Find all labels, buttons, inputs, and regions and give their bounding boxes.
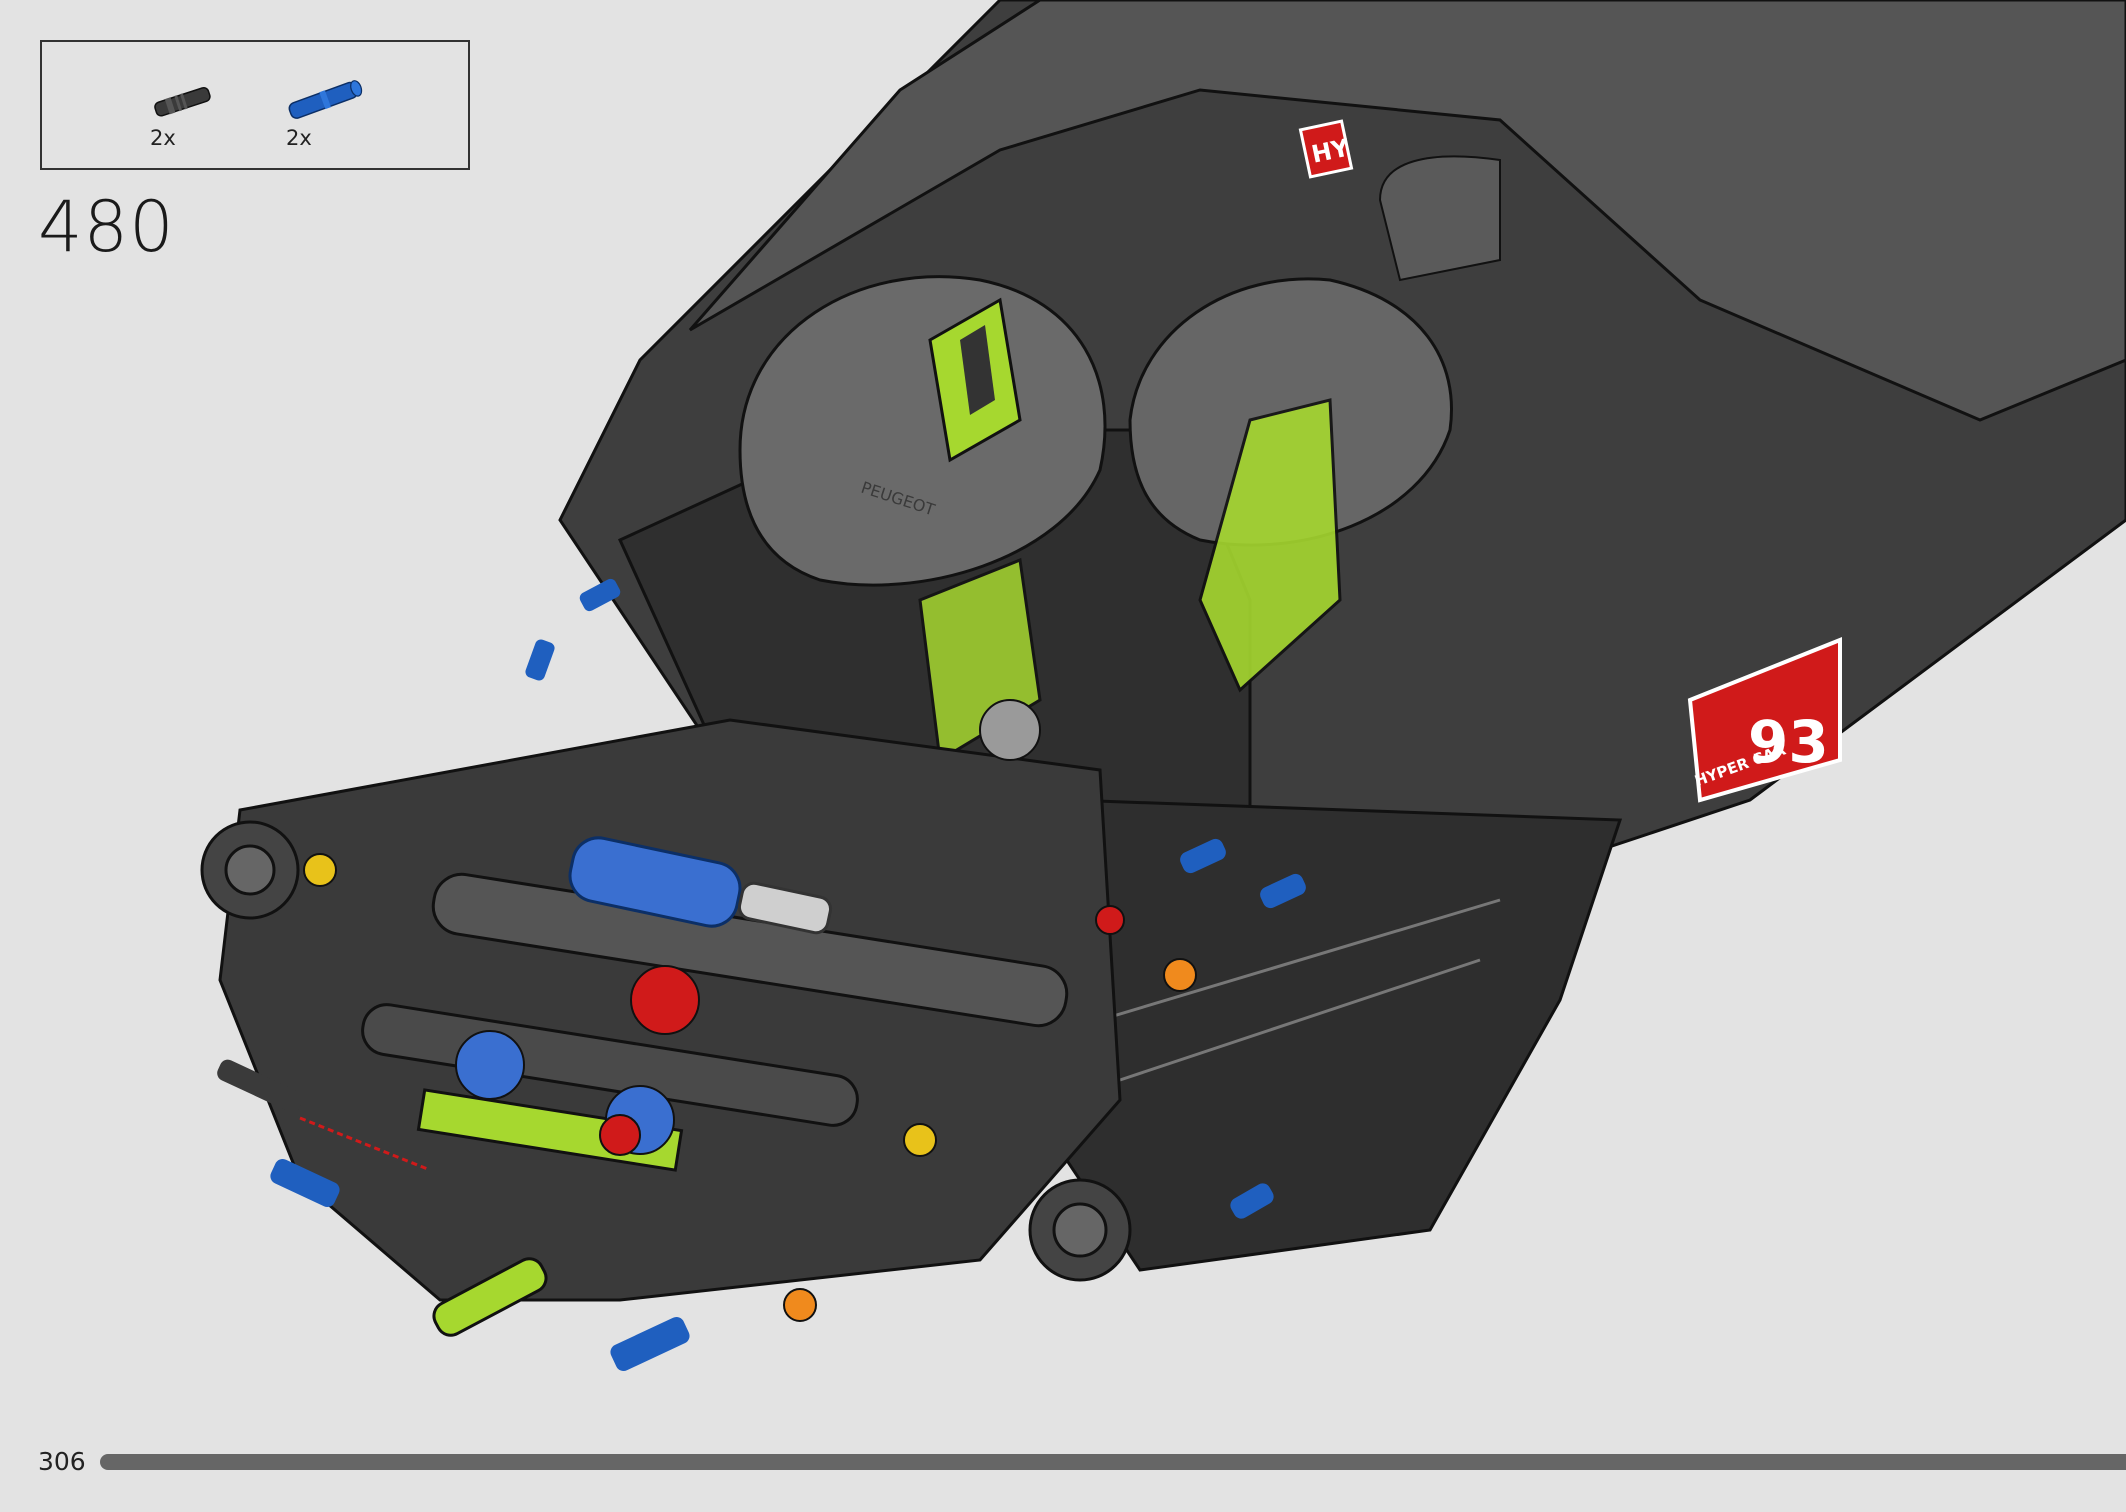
part-item: 2x	[146, 74, 236, 154]
progress-bar-fill	[100, 1454, 2126, 1470]
blue-axle-pin-icon	[288, 80, 363, 119]
pins	[217, 578, 1306, 1371]
gears	[455, 699, 1041, 1156]
black-axle-pin-icon	[154, 87, 211, 117]
page-number: 306	[38, 1447, 86, 1476]
wheel-hubs	[200, 820, 1132, 1282]
part-quantity: 2x	[286, 126, 312, 150]
svg-text:93: 93	[1748, 708, 1829, 776]
model-illustration: HY 93 HYPER CAR PEUGEOT	[200, 0, 2126, 1371]
part-quantity: 2x	[150, 126, 176, 150]
progress-bar	[100, 1454, 2126, 1470]
part-item: 2x	[282, 74, 372, 154]
shock-spring	[568, 836, 833, 935]
step-number: 480	[38, 186, 175, 268]
parts-callout-box: 2x 2x	[40, 40, 470, 170]
